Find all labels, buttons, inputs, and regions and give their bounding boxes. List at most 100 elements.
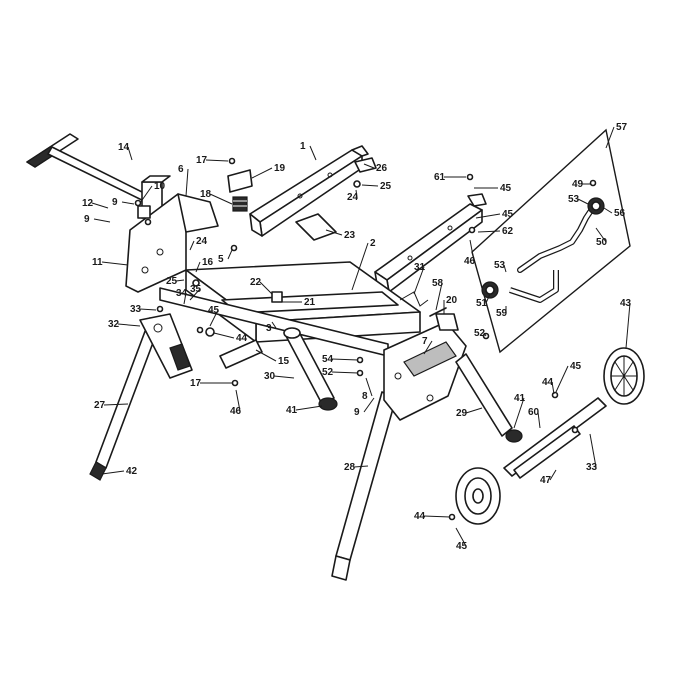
callout-latch: 10 — [154, 181, 166, 192]
leader-c27 — [103, 403, 129, 406]
leader-c35 — [189, 288, 201, 301]
callout-screw: 5 — [218, 254, 224, 265]
leader-c62 — [477, 230, 501, 233]
part-leg-bracket-right — [383, 321, 467, 421]
callout-washer: 44 — [542, 377, 554, 388]
callout-knob: 51 — [476, 298, 488, 309]
callout-screw: 9 — [354, 407, 360, 418]
leader-c19 — [251, 167, 273, 179]
callout-beam-channel: 21 — [304, 297, 316, 308]
callout-leg-bracket: 32 — [108, 319, 120, 330]
callout-screw: 46 — [464, 256, 476, 267]
callout-washer: 44 — [414, 511, 426, 522]
part-handle-kit — [471, 128, 631, 354]
leader-c44c — [423, 515, 451, 518]
callout-rod: 11 — [92, 257, 103, 268]
callout-strut: 30 — [264, 371, 276, 382]
callout-leg-strut: 29 — [456, 408, 468, 419]
callout-wheel: 43 — [620, 298, 632, 309]
callout-knob: 53 — [568, 194, 580, 205]
leader-c16 — [195, 261, 201, 273]
callout-bolt: 52 — [474, 328, 486, 339]
leader-c41b — [513, 397, 525, 429]
part-spring — [232, 196, 248, 212]
callout-foot: 41 — [514, 393, 526, 404]
part-wheel-lower — [455, 467, 501, 525]
callout-foot-cap: 42 — [126, 466, 138, 477]
callout-bushing: 35 — [190, 284, 202, 295]
callout-rail-right: 2 — [370, 238, 376, 249]
part-bracket — [125, 193, 219, 293]
leader-c11 — [101, 261, 129, 266]
leader-c44a — [213, 332, 235, 339]
callout-washer: 25 — [166, 276, 178, 287]
callout-spring-clip: 31 — [414, 262, 426, 273]
leader-c44b — [551, 381, 555, 395]
leader-c32 — [117, 323, 141, 327]
leader-c41a — [295, 405, 323, 411]
callout-bolt: 59 — [496, 308, 508, 319]
leader-c9b — [93, 218, 111, 223]
callout-label-plate: 23 — [344, 230, 356, 241]
callout-rod: 58 — [432, 278, 444, 289]
callout-axle-sleeve: 60 — [528, 407, 540, 418]
part-screw — [271, 291, 283, 303]
part-wheel — [603, 347, 645, 405]
part-rail-right — [374, 193, 487, 293]
callout-leg-rear: 28 — [344, 462, 356, 473]
leader-c45b — [475, 213, 501, 219]
leader-c24b — [189, 240, 195, 251]
leader-c31 — [413, 266, 425, 295]
leader-c57 — [605, 126, 615, 149]
leader-c5 — [227, 249, 233, 260]
callout-link: 15 — [278, 356, 290, 367]
leader-c10 — [139, 185, 153, 204]
leader-c46b — [235, 389, 241, 412]
leader-c34 — [183, 292, 187, 305]
leader-c45c — [209, 309, 219, 327]
callout-rail-left: 1 — [300, 141, 306, 152]
leader-c6 — [185, 168, 189, 197]
leader-c54 — [331, 358, 359, 361]
callout-screw: 9 — [112, 197, 118, 208]
leader-c23 — [325, 229, 343, 236]
part-washer — [353, 180, 361, 188]
callout-knob: 53 — [494, 260, 506, 271]
leader-c29 — [465, 407, 483, 414]
leader-c3 — [271, 321, 277, 329]
callout-foot: 41 — [286, 405, 298, 416]
leader-c9c — [363, 397, 375, 413]
callout-nut: 45 — [570, 361, 582, 372]
leader-c26 — [363, 163, 375, 169]
callout-washer: 62 — [502, 226, 514, 237]
callout-plate: 20 — [446, 295, 458, 306]
part-axle — [503, 397, 607, 479]
part-rod — [429, 307, 447, 317]
leader-c12 — [91, 202, 109, 209]
part-leg-rear — [331, 391, 397, 581]
leader-c56 — [603, 207, 613, 214]
leader-c28 — [353, 465, 369, 468]
leader-c50 — [595, 227, 607, 243]
callout-screw: 22 — [250, 277, 262, 288]
callout-washer: 25 — [380, 181, 392, 192]
callout-nut: 45 — [208, 305, 220, 316]
leader-c22 — [259, 281, 273, 295]
callout-bolt: 49 — [572, 179, 584, 190]
leader-c9a — [121, 201, 135, 205]
callout-bolt: 54 — [322, 354, 334, 365]
part-handle — [25, 133, 171, 219]
leader-c17a — [205, 159, 229, 162]
leader-c14 — [127, 146, 133, 161]
callout-end-cap: 26 — [376, 163, 388, 174]
leader-c25b — [175, 279, 185, 282]
leader-c46a — [469, 239, 475, 262]
callout-bracket: 6 — [178, 164, 184, 175]
callout-nut: 45 — [500, 183, 512, 194]
callout-nut: 45 — [502, 209, 514, 220]
callout-nut: 45 — [456, 541, 468, 552]
leader-c42 — [101, 470, 125, 475]
